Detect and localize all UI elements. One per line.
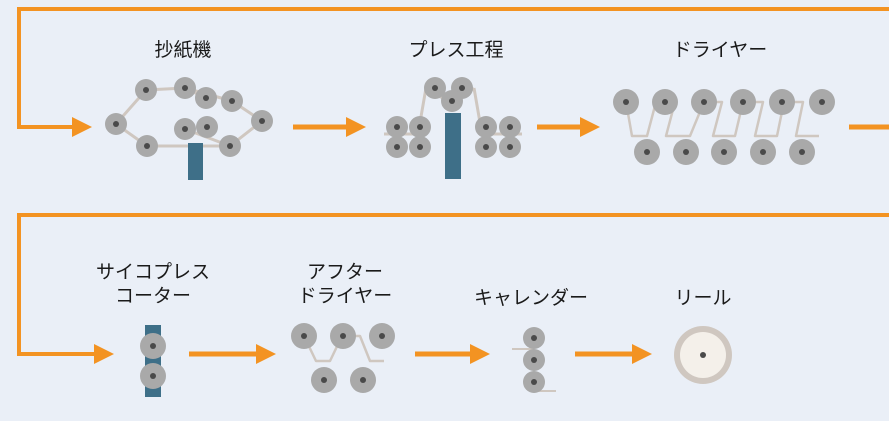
large-roller bbox=[652, 89, 678, 115]
large-roller bbox=[140, 333, 166, 359]
reel-core bbox=[700, 352, 706, 358]
row1-entry-connector bbox=[17, 7, 889, 129]
roller bbox=[136, 135, 158, 157]
reel-illustration bbox=[674, 326, 732, 384]
row1-entry-arrowhead bbox=[72, 117, 92, 137]
roller bbox=[195, 87, 217, 109]
arrow-afterdryer-to-calender-head bbox=[470, 344, 490, 364]
dryer-illustration bbox=[613, 89, 835, 165]
size-press-coater-illustration bbox=[140, 325, 166, 397]
label-paper-machine: 抄紙機 bbox=[154, 39, 212, 61]
arrow-coater-to-afterdryer-head bbox=[256, 344, 276, 364]
calender-illustration bbox=[512, 327, 556, 393]
roller bbox=[221, 90, 243, 112]
after-dryer-illustration bbox=[291, 323, 395, 393]
arrow-press-to-dryer-head bbox=[580, 117, 600, 137]
roller bbox=[441, 90, 463, 112]
roller bbox=[523, 349, 545, 371]
large-roller bbox=[673, 139, 699, 165]
label-line: コーター bbox=[114, 285, 192, 307]
paper-machine-illustration bbox=[105, 77, 273, 180]
large-roller bbox=[750, 139, 776, 165]
large-roller bbox=[291, 323, 317, 349]
large-roller bbox=[613, 89, 639, 115]
large-roller bbox=[769, 89, 795, 115]
label-line: ドライヤー bbox=[297, 285, 393, 307]
label-after-dryer: アフター ドライヤー bbox=[298, 260, 392, 308]
roller bbox=[386, 136, 408, 158]
label-dryer: ドライヤー bbox=[672, 39, 768, 61]
roller bbox=[499, 116, 521, 138]
arrow-papermachine-to-press-head bbox=[346, 117, 366, 137]
roller bbox=[135, 79, 157, 101]
large-roller bbox=[691, 89, 717, 115]
roller bbox=[219, 135, 241, 157]
label-calender: キャレンダー bbox=[473, 287, 589, 309]
large-roller bbox=[634, 139, 660, 165]
roller bbox=[475, 136, 497, 158]
large-roller bbox=[330, 323, 356, 349]
arrow-calender-to-reel-head bbox=[632, 344, 652, 364]
roller bbox=[523, 371, 545, 393]
large-roller bbox=[809, 89, 835, 115]
large-roller bbox=[140, 363, 166, 389]
press-illustration bbox=[384, 77, 522, 179]
label-line: アフター bbox=[306, 261, 383, 283]
label-press: プレス工程 bbox=[408, 39, 504, 61]
label-size-press-coater: サイコプレス コーター bbox=[96, 260, 210, 308]
large-roller bbox=[350, 367, 376, 393]
roller bbox=[105, 113, 127, 135]
large-roller bbox=[711, 139, 737, 165]
roller bbox=[523, 327, 545, 349]
label-reel: リール bbox=[674, 287, 732, 309]
roller bbox=[174, 77, 196, 99]
large-roller bbox=[311, 367, 337, 393]
roller bbox=[409, 136, 431, 158]
roller bbox=[475, 116, 497, 138]
row2-entry-connector bbox=[17, 213, 889, 356]
label-line: サイコプレス bbox=[95, 261, 211, 283]
headbox-block bbox=[188, 143, 203, 180]
large-roller bbox=[730, 89, 756, 115]
roller bbox=[251, 110, 273, 132]
press-center-block bbox=[445, 113, 461, 179]
roller bbox=[386, 116, 408, 138]
row2-entry-arrowhead bbox=[94, 344, 114, 364]
roller bbox=[174, 118, 196, 140]
large-roller bbox=[369, 323, 395, 349]
roller bbox=[196, 116, 218, 138]
roller bbox=[409, 116, 431, 138]
roller bbox=[499, 136, 521, 158]
flow-arrows bbox=[17, 7, 889, 364]
large-roller bbox=[789, 139, 815, 165]
